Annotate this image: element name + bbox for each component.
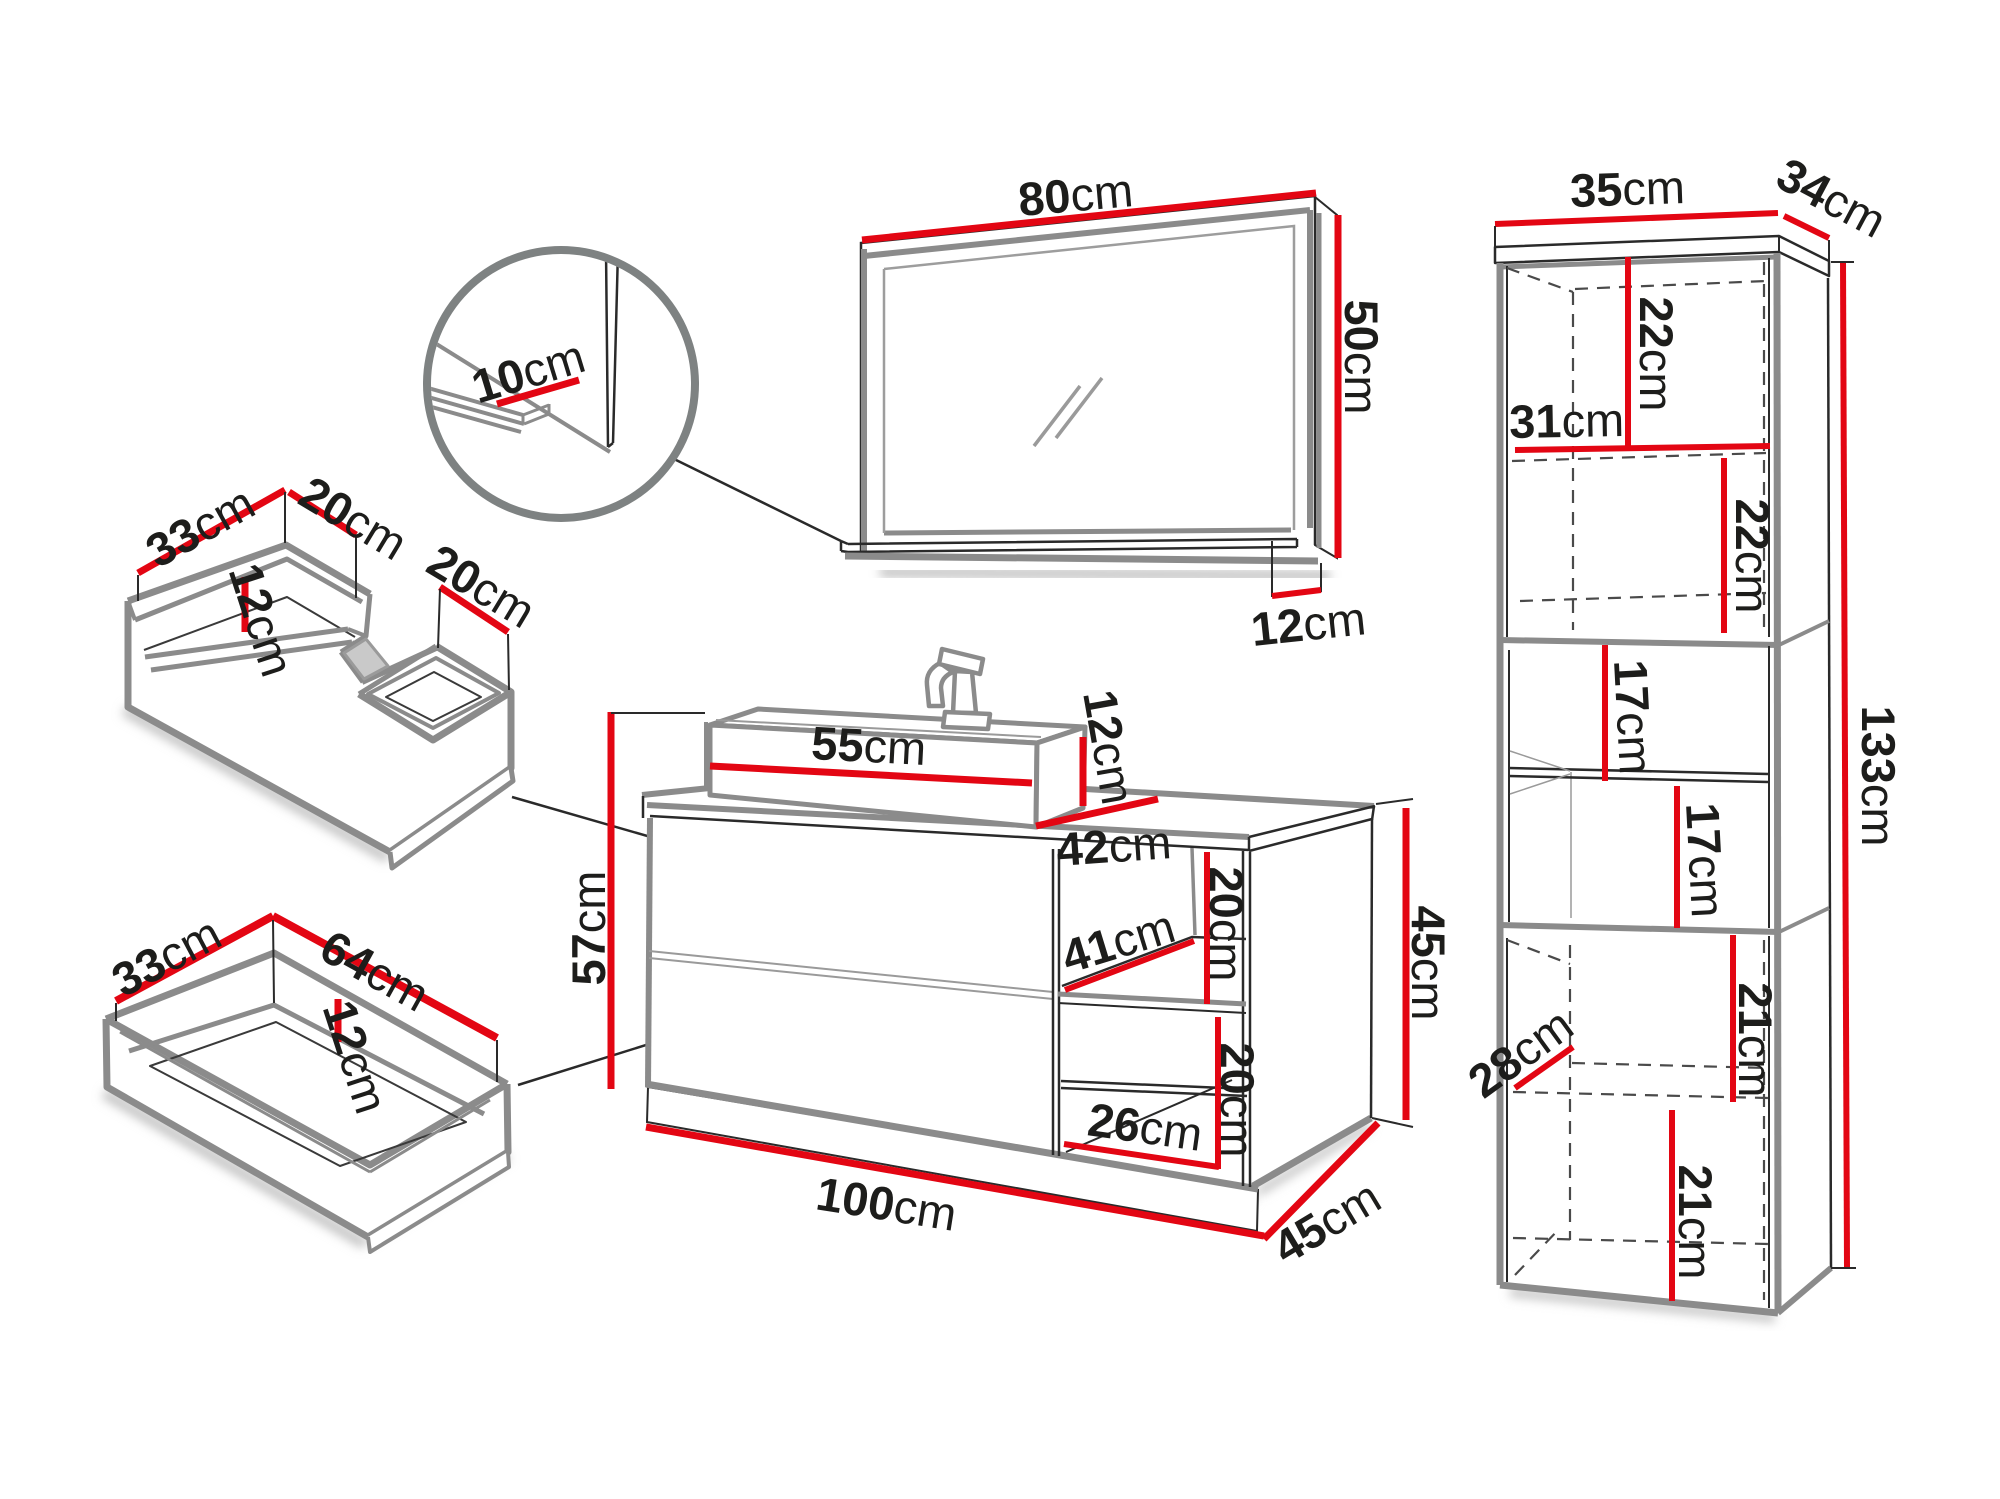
- svg-text:50cm: 50cm: [1335, 300, 1388, 415]
- svg-text:21cm: 21cm: [1669, 1165, 1722, 1280]
- svg-text:35cm: 35cm: [1569, 160, 1686, 217]
- svg-text:22cm: 22cm: [1726, 499, 1779, 614]
- svg-text:21cm: 21cm: [1729, 983, 1782, 1098]
- svg-text:80cm: 80cm: [1016, 163, 1135, 226]
- svg-text:17cm: 17cm: [1676, 801, 1735, 919]
- svg-text:45cm: 45cm: [1402, 906, 1455, 1021]
- svg-text:12cm: 12cm: [1248, 591, 1368, 656]
- svg-text:17cm: 17cm: [1604, 658, 1663, 776]
- svg-text:55cm: 55cm: [810, 716, 928, 775]
- svg-text:57cm: 57cm: [562, 871, 615, 986]
- svg-text:31cm: 31cm: [1509, 393, 1625, 448]
- svg-text:20cm: 20cm: [1211, 1043, 1264, 1158]
- svg-text:133cm: 133cm: [1852, 705, 1905, 846]
- svg-text:42cm: 42cm: [1055, 815, 1173, 876]
- svg-text:12cm: 12cm: [1073, 686, 1145, 808]
- svg-text:20cm: 20cm: [1200, 867, 1253, 982]
- svg-text:22cm: 22cm: [1630, 297, 1683, 412]
